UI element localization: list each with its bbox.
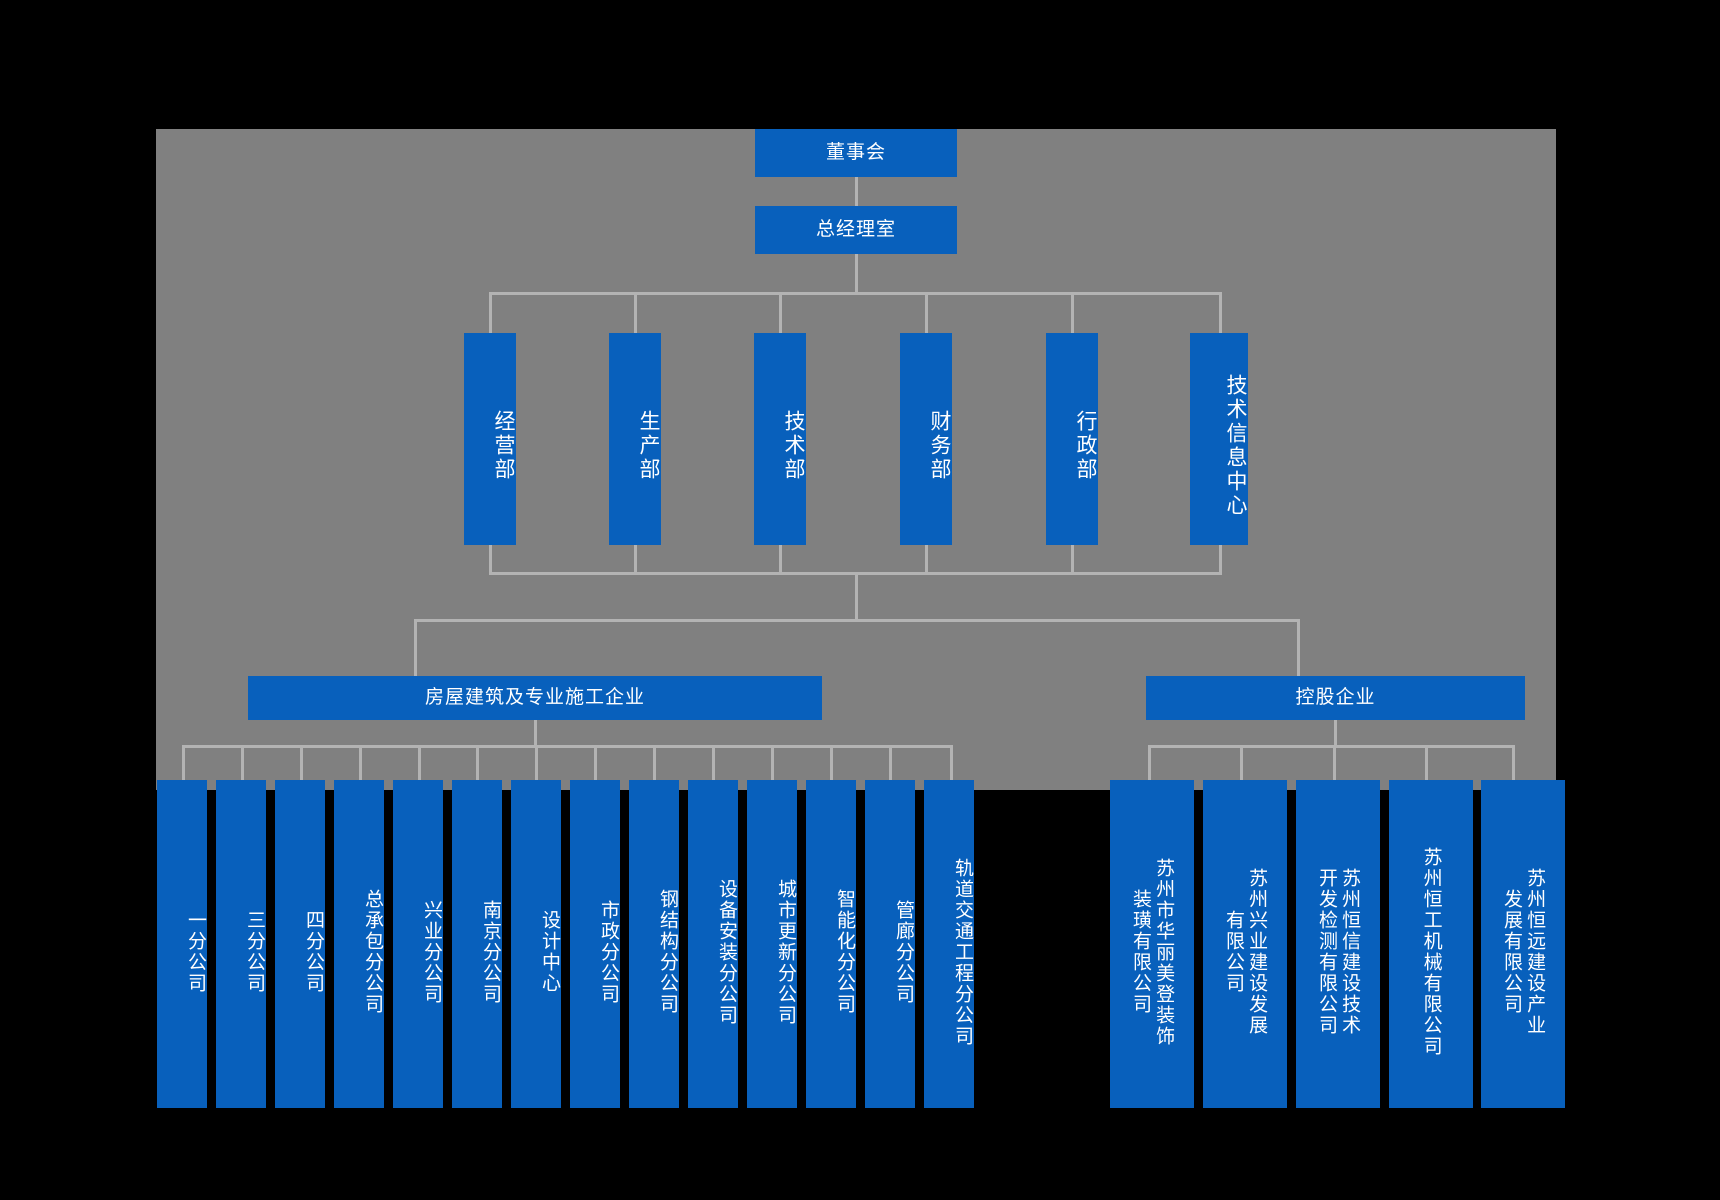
holding-unit-2-col1: 苏州兴业建设发展 [1246, 868, 1268, 1036]
connector-drop-hu-3 [1333, 745, 1336, 781]
node-construction-unit-14[interactable]: 轨道交通工程分公司 [924, 780, 974, 1108]
connector-drop-dept-3 [779, 292, 782, 334]
connector-drop-cu-8 [594, 745, 597, 781]
node-group-holding[interactable]: 控股企业 [1146, 676, 1525, 720]
connector-holding-stem [1334, 720, 1337, 748]
node-construction-unit-6[interactable]: 南京分公司 [452, 780, 502, 1108]
node-holding-unit-1[interactable]: 苏州市华丽美登装饰 装璜有限公司 [1110, 780, 1194, 1108]
connector-holding-bus [1148, 745, 1515, 748]
connector-drop-hu-5 [1512, 745, 1515, 781]
node-department-3[interactable]: 技术部 [754, 333, 806, 545]
connector-drop-hu-1 [1148, 745, 1151, 781]
node-construction-unit-9[interactable]: 钢结构分公司 [629, 780, 679, 1108]
node-construction-unit-5[interactable]: 兴业分公司 [393, 780, 443, 1108]
connector-drop-cu-10 [712, 745, 715, 781]
connector-board-to-gm [855, 177, 858, 206]
node-department-2[interactable]: 生产部 [609, 333, 661, 545]
connector-dept-3-down [779, 545, 782, 575]
node-construction-unit-11[interactable]: 城市更新分公司 [747, 780, 797, 1108]
holding-unit-5-col1: 苏州恒远建设产业 [1524, 868, 1546, 1036]
node-construction-unit-12[interactable]: 智能化分公司 [806, 780, 856, 1108]
connector-drop-dept-5 [1071, 292, 1074, 334]
node-holding-unit-3[interactable]: 苏州恒信建设技术 开发检测有限公司 [1296, 780, 1380, 1108]
connector-merge-stem [855, 572, 858, 622]
node-department-5[interactable]: 行政部 [1046, 333, 1098, 545]
holding-unit-1-col1: 苏州市华丽美登装饰 [1153, 857, 1175, 1047]
holding-unit-3-col1: 苏州恒信建设技术 [1339, 868, 1361, 1036]
node-construction-unit-3[interactable]: 四分公司 [275, 780, 325, 1108]
connector-drop-hu-4 [1425, 745, 1428, 781]
holding-unit-5-col2: 发展有限公司 [1501, 889, 1522, 1015]
node-construction-unit-10[interactable]: 设备安装分公司 [688, 780, 738, 1108]
node-holding-unit-4[interactable]: 苏州恒工机械有限公司 [1389, 780, 1473, 1108]
connector-drop-cu-7 [535, 745, 538, 781]
node-general-manager-office[interactable]: 总经理室 [755, 206, 957, 254]
connector-group-split-bus [414, 619, 1300, 622]
connector-construction-bus [182, 745, 953, 748]
connector-drop-hu-2 [1240, 745, 1243, 781]
connector-drop-cu-2 [241, 745, 244, 781]
connector-drop-cu-3 [300, 745, 303, 781]
connector-drop-dept-4 [925, 292, 928, 334]
connector-drop-dept-1 [489, 292, 492, 334]
connector-drop-cu-6 [476, 745, 479, 781]
connector-drop-cu-12 [830, 745, 833, 781]
node-holding-unit-2[interactable]: 苏州兴业建设发展 有限公司 [1203, 780, 1287, 1108]
node-department-6[interactable]: 技术信息中心 [1190, 333, 1248, 545]
node-holding-unit-5[interactable]: 苏州恒远建设产业 发展有限公司 [1481, 780, 1565, 1108]
connector-gm-stem [855, 254, 858, 294]
connector-drop-dept-6 [1219, 292, 1222, 334]
connector-drop-cu-9 [653, 745, 656, 781]
connector-drop-cu-14 [950, 745, 953, 781]
holding-unit-3-col2: 开发检测有限公司 [1316, 868, 1337, 1036]
holding-unit-4-col1: 苏州恒工机械有限公司 [1420, 847, 1442, 1057]
connector-drop-cu-5 [418, 745, 421, 781]
node-board-of-directors[interactable]: 董事会 [755, 129, 957, 177]
node-group-construction[interactable]: 房屋建筑及专业施工企业 [248, 676, 822, 720]
node-construction-unit-13[interactable]: 管廊分公司 [865, 780, 915, 1108]
node-construction-unit-8[interactable]: 市政分公司 [570, 780, 620, 1108]
node-department-4[interactable]: 财务部 [900, 333, 952, 545]
node-department-1[interactable]: 经营部 [464, 333, 516, 545]
connector-drop-dept-2 [634, 292, 637, 334]
connector-dept-4-down [925, 545, 928, 575]
connector-drop-cu-11 [771, 745, 774, 781]
connector-drop-group-right [1297, 619, 1300, 676]
connector-drop-cu-13 [889, 745, 892, 781]
node-construction-unit-2[interactable]: 三分公司 [216, 780, 266, 1108]
node-construction-unit-1[interactable]: 一分公司 [157, 780, 207, 1108]
connector-dept-bus [489, 292, 1222, 295]
connector-dept-2-down [634, 545, 637, 575]
connector-dept-5-down [1071, 545, 1074, 575]
connector-construction-stem [534, 720, 537, 748]
connector-dept-1-down [489, 545, 492, 575]
connector-drop-cu-1 [182, 745, 185, 781]
holding-unit-2-col2: 有限公司 [1223, 910, 1244, 994]
connector-drop-cu-4 [359, 745, 362, 781]
holding-unit-1-col2: 装璜有限公司 [1130, 889, 1151, 1015]
node-construction-unit-7[interactable]: 设计中心 [511, 780, 561, 1108]
connector-dept-6-down [1219, 545, 1222, 575]
connector-drop-group-left [414, 619, 417, 676]
node-construction-unit-4[interactable]: 总承包分公司 [334, 780, 384, 1108]
